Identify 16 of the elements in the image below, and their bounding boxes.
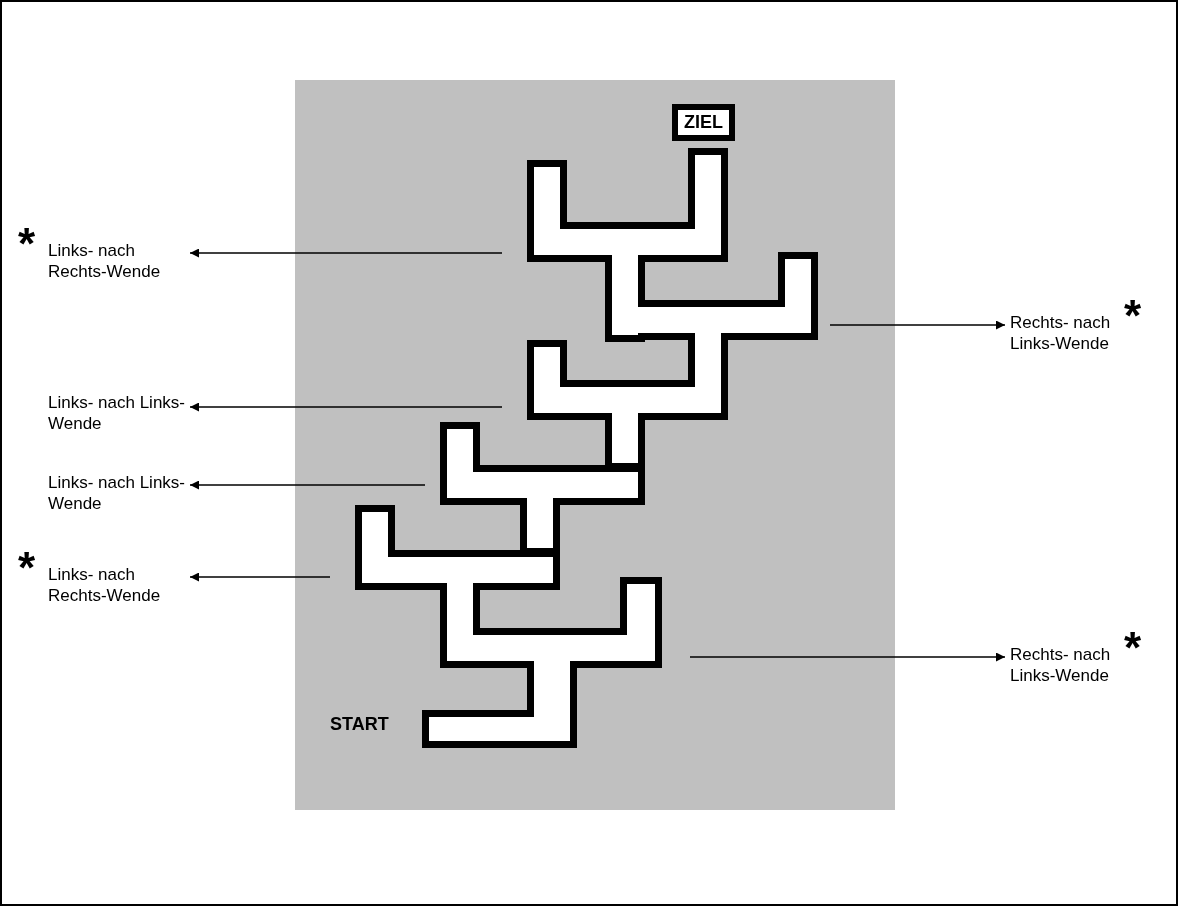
annotation-text: Links- nach Rechts-Wende [48, 564, 198, 606]
annotation-text: Links- nach Links-Wende [48, 392, 198, 434]
goal-label: ZIEL [672, 104, 735, 141]
annotation-text: Links- nach Links-Wende [48, 472, 198, 514]
start-label: START [330, 714, 389, 735]
leader-arrow [189, 402, 503, 412]
asterisk-mark: * [18, 222, 36, 266]
leader-arrow [829, 320, 1006, 330]
leader-arrow [189, 572, 331, 582]
asterisk-mark: * [1124, 294, 1142, 338]
asterisk-mark: * [1124, 626, 1142, 670]
leader-arrow [189, 480, 426, 490]
asterisk-mark: * [18, 546, 36, 590]
leader-arrow [689, 652, 1006, 662]
annotation-text: Links- nach Rechts-Wende [48, 240, 198, 282]
leader-arrow [189, 248, 503, 258]
